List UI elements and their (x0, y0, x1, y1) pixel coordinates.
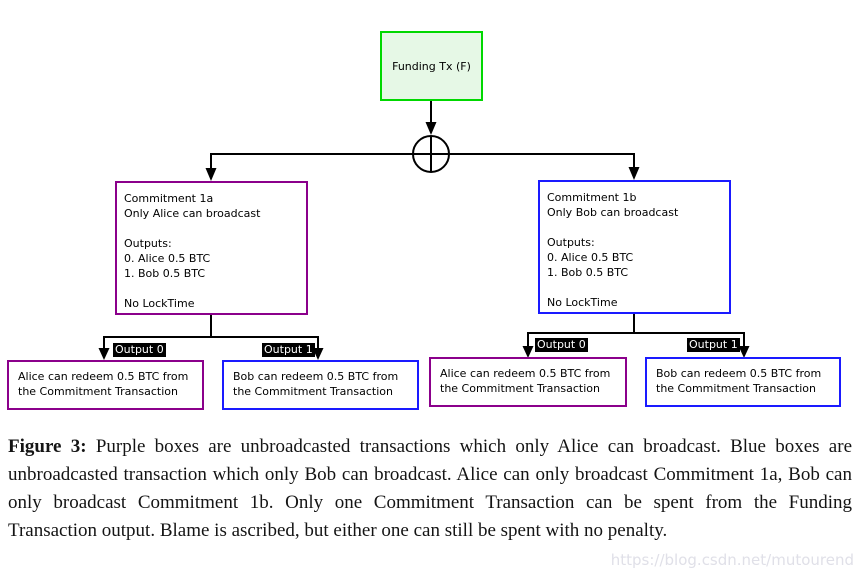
funding-tx-label: Funding Tx (F) (392, 59, 471, 73)
commitment-1b-title: Commitment 1b (547, 191, 637, 204)
output1-label-left: Output 1 (262, 343, 315, 357)
output0-label-right: Output 0 (535, 338, 588, 352)
output0-label-left: Output 0 (113, 343, 166, 357)
commitment-1a-title: Commitment 1a (124, 192, 214, 205)
funding-tx-box: Funding Tx (F) (380, 31, 483, 101)
commitment-1b-locktime: No LockTime (547, 296, 618, 309)
commitment-1b-box: Commitment 1b Only Bob can broadcast Out… (538, 180, 731, 314)
figure-caption: Figure 3: Purple boxes are unbroadcasted… (8, 433, 852, 545)
commitment-1a-broadcaster: Only Alice can broadcast (124, 207, 261, 220)
commitment-1a-outputs-heading: Outputs: (124, 237, 172, 250)
output1-label-right: Output 1 (687, 338, 740, 352)
commitment-1a-output-1: 1. Bob 0.5 BTC (124, 267, 206, 280)
redeem-box-bob-left: Bob can redeem 0.5 BTC from the Commitme… (222, 360, 419, 410)
figure-caption-text: Purple boxes are unbroadcasted transacti… (8, 436, 852, 541)
commitment-1b-output-1: 1. Bob 0.5 BTC (547, 266, 629, 279)
watermark-url: https://blog.csdn.net/mutourend (610, 551, 854, 569)
redeem-box-alice-left: Alice can redeem 0.5 BTC from the Commit… (7, 360, 204, 410)
commitment-1a-output-0: 0. Alice 0.5 BTC (124, 252, 211, 265)
arrowheads (98, 122, 750, 360)
redeem-box-alice-right: Alice can redeem 0.5 BTC from the Commit… (429, 357, 627, 407)
commitment-1b-broadcaster: Only Bob can broadcast (547, 206, 679, 219)
redeem-box-bob-right: Bob can redeem 0.5 BTC from the Commitme… (645, 357, 841, 407)
figure-caption-label: Figure 3: (8, 436, 87, 457)
commitment-1b-output-0: 0. Alice 0.5 BTC (547, 251, 634, 264)
commitment-1a-box: Commitment 1a Only Alice can broadcast O… (115, 181, 308, 315)
commitment-1a-locktime: No LockTime (124, 297, 195, 310)
commitment-1b-outputs-heading: Outputs: (547, 236, 595, 249)
junction-circle-icon (412, 135, 450, 173)
